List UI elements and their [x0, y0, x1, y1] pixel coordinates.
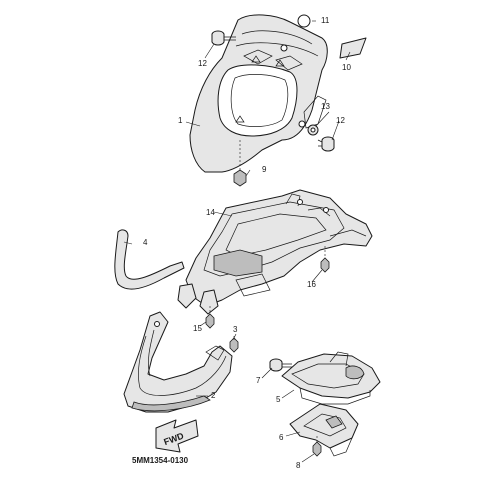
callout-15: 15 — [193, 324, 202, 333]
frame-bolt — [320, 246, 330, 273]
callout-9: 9 — [262, 165, 267, 174]
screw-upper — [211, 30, 236, 46]
lower-garnish — [123, 311, 233, 413]
plate-bolt — [312, 436, 322, 457]
washer — [307, 124, 319, 136]
callout-12-upper: 12 — [198, 59, 207, 68]
callout-10: 10 — [342, 63, 351, 72]
callout-4: 4 — [143, 238, 148, 247]
callout-8: 8 — [296, 461, 301, 470]
emblem-plate — [339, 37, 367, 59]
bracket-screw — [269, 358, 292, 372]
side-bracket — [281, 351, 381, 405]
nut — [233, 140, 247, 187]
callout-11: 11 — [321, 16, 330, 25]
rubber-strip — [114, 229, 185, 290]
callout-7: 7 — [256, 376, 261, 385]
callout-14: 14 — [206, 208, 215, 217]
diagram-code: 5MM1354-0130 — [132, 456, 189, 465]
leader-lines — [123, 20, 351, 463]
callout-2: 2 — [211, 391, 216, 400]
callout-5: 5 — [276, 395, 281, 404]
callout-12-right: 12 — [336, 116, 345, 125]
callout-3: 3 — [233, 325, 238, 334]
round-cap — [297, 14, 311, 28]
fwd-arrow: FWD — [155, 419, 199, 453]
screw-right — [317, 136, 335, 152]
callout-6: 6 — [279, 433, 284, 442]
callout-16: 16 — [307, 280, 316, 289]
callout-1: 1 — [178, 116, 183, 125]
lower-plate — [289, 403, 359, 457]
callout-13: 13 — [321, 102, 330, 111]
under-bolt — [205, 306, 215, 329]
inner-body — [177, 189, 373, 315]
front-cover — [189, 14, 328, 173]
